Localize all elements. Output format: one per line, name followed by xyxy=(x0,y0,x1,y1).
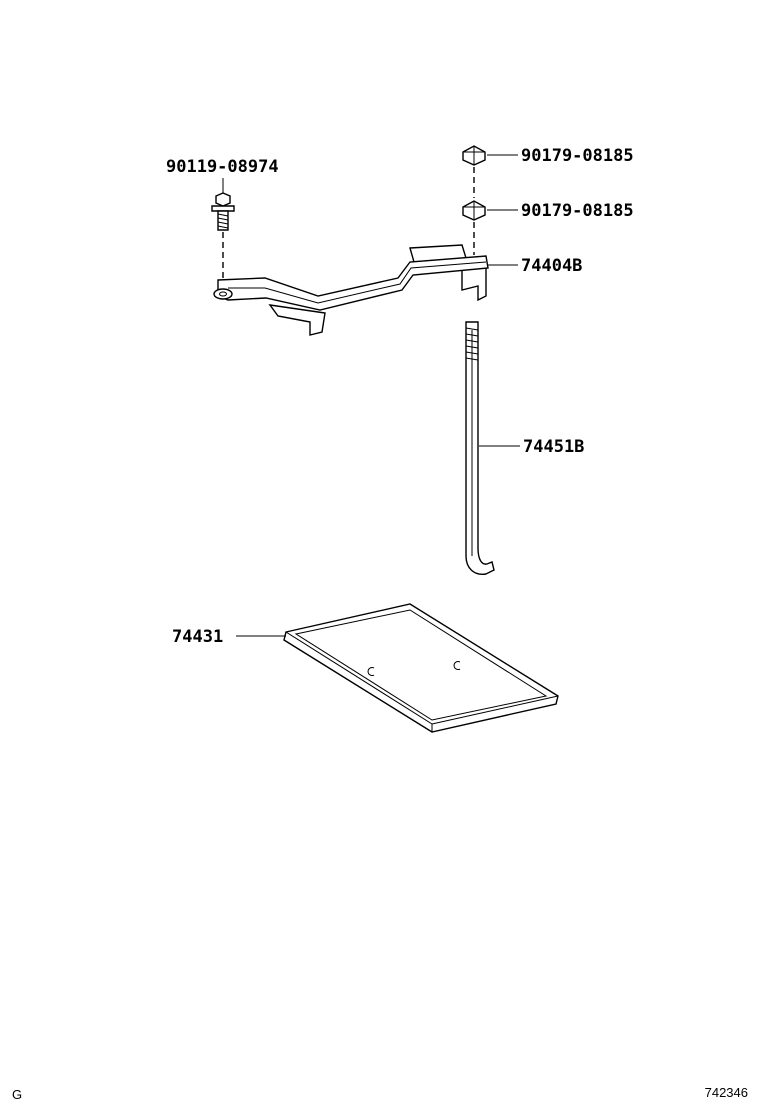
nut-90179-08185-upper[interactable] xyxy=(462,145,486,198)
footer-left-code: G xyxy=(12,1087,23,1102)
leader-lines xyxy=(222,154,520,637)
battery-clamp-74404b[interactable] xyxy=(213,244,489,336)
battery-tray-74431[interactable] xyxy=(283,603,559,733)
label-90179-08185-lower[interactable]: 90179-08185 xyxy=(521,201,634,221)
label-74451b[interactable]: 74451B xyxy=(523,437,584,457)
label-90179-08185-upper[interactable]: 90179-08185 xyxy=(521,146,634,166)
j-bolt-74451b[interactable] xyxy=(465,321,495,575)
illustration-number: 742346 xyxy=(704,1085,748,1100)
label-90119-08974[interactable]: 90119-08974 xyxy=(166,157,279,177)
bolt-90119-08974[interactable] xyxy=(211,192,235,292)
label-74431[interactable]: 74431 xyxy=(172,627,223,647)
label-74404b[interactable]: 74404B xyxy=(521,256,582,276)
nut-90179-08185-lower[interactable] xyxy=(462,200,486,255)
